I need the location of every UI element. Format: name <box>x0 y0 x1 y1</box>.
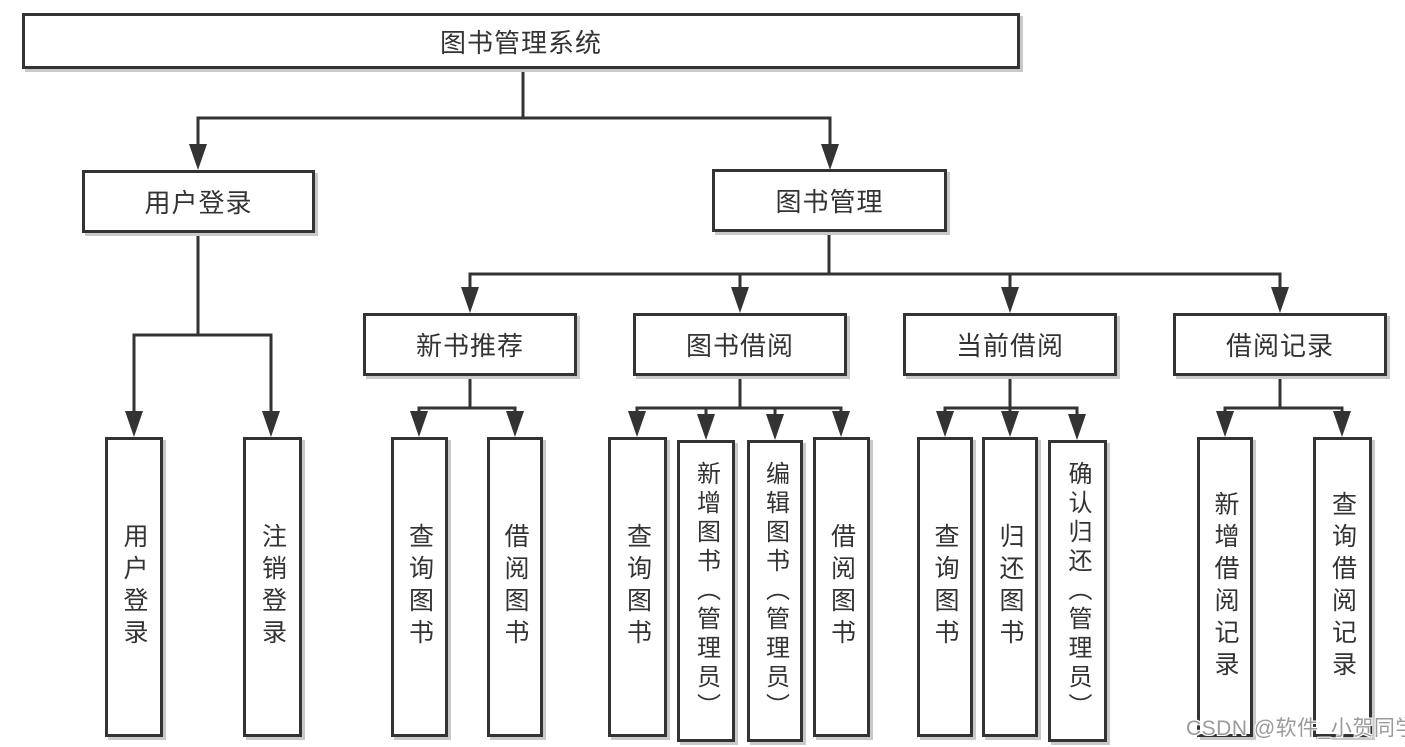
leaf-edit-books-admin: 编辑图书（管理员） <box>747 440 803 742</box>
leaf-user-login: 用户登录 <box>105 437 163 737</box>
leaf-borrow-books-recommend: 借阅图书 <box>487 437 543 737</box>
node-borrowing-records: 借阅记录 <box>1173 313 1387 376</box>
leaf-borrow-books-borrowing: 借阅图书 <box>813 437 870 737</box>
leaf-query-books-recommend: 查询图书 <box>391 437 448 737</box>
leaf-query-books-borrowing: 查询图书 <box>608 437 667 737</box>
node-book-management: 图书管理 <box>712 169 947 232</box>
node-root-system: 图书管理系统 <box>22 13 1020 69</box>
node-current-borrowing: 当前借阅 <box>903 313 1117 376</box>
watermark: CSDN @软件_小贺同学 <box>1186 717 1405 740</box>
leaf-confirm-return-admin: 确认归还（管理员） <box>1048 440 1107 742</box>
leaf-add-books-admin: 新增图书（管理员） <box>677 440 735 742</box>
node-user-login: 用户登录 <box>82 170 315 233</box>
leaf-query-books-current: 查询图书 <box>917 437 973 737</box>
leaf-query-borrow-record: 查询借阅记录 <box>1313 437 1372 737</box>
leaf-add-borrow-record: 新增借阅记录 <box>1197 437 1253 737</box>
node-book-borrowing: 图书借阅 <box>633 313 847 376</box>
leaf-return-books: 归还图书 <box>982 437 1038 737</box>
node-new-book-recommend: 新书推荐 <box>363 313 577 376</box>
leaf-logout: 注销登录 <box>243 437 302 737</box>
arrowheads <box>125 144 1351 440</box>
